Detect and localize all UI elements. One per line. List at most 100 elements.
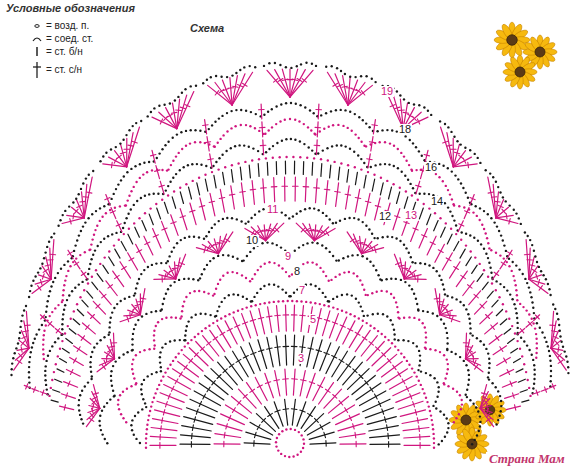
chart-stroke: [259, 309, 265, 334]
chain-dot: [476, 215, 478, 217]
chart-stroke: [434, 221, 438, 231]
chart-stroke: [218, 362, 238, 385]
chain-dot: [173, 190, 175, 192]
chart-stroke: [362, 244, 367, 246]
chart-stroke: [355, 189, 359, 212]
chain-dot: [335, 222, 337, 224]
chain-dot: [341, 294, 343, 296]
chart-stroke: [480, 304, 484, 308]
chain-dot: [208, 231, 210, 233]
chain-dot: [45, 384, 47, 386]
chart-stroke: [468, 349, 473, 352]
chain-dot: [531, 318, 533, 320]
chain-dot: [298, 120, 300, 122]
chain-dot: [407, 340, 409, 342]
chain-dot: [451, 198, 453, 200]
chart-stroke: [221, 414, 245, 425]
chart-stroke: [348, 328, 353, 331]
chain-dot: [135, 287, 137, 289]
chain-dot: [65, 275, 67, 277]
chain-dot: [155, 310, 157, 312]
chart-stroke: [196, 248, 218, 254]
chain-dot: [449, 210, 451, 212]
chart-stroke: [367, 417, 396, 425]
chain-dot: [143, 269, 145, 271]
chain-dot: [113, 193, 115, 195]
chain-dot: [433, 437, 435, 439]
chain-dot: [424, 346, 426, 348]
chain-dot: [425, 397, 427, 399]
chain-dot: [434, 349, 436, 351]
chain-dot: [253, 247, 255, 249]
chain-dot: [447, 363, 449, 365]
chain-dot: [92, 254, 94, 256]
chain-dot: [453, 421, 455, 423]
chart-stroke: [64, 405, 65, 411]
chain-dot: [154, 392, 156, 394]
chart-stroke: [203, 336, 219, 356]
chart-stroke: [446, 258, 451, 261]
chain-dot: [192, 180, 194, 182]
chart-stroke: [516, 369, 523, 372]
chain-dot: [153, 397, 155, 399]
chart-stroke: [243, 395, 247, 399]
chart-stroke: [508, 339, 515, 344]
chain-dot: [222, 134, 224, 136]
chart-stroke: [190, 399, 217, 412]
chain-dot: [361, 310, 363, 312]
chain-dot: [217, 142, 219, 144]
chain-dot: [60, 268, 62, 270]
chain-dot: [281, 288, 283, 290]
chain-dot: [278, 433, 280, 435]
chain-dot: [232, 256, 234, 258]
chain-dot: [205, 165, 207, 167]
chart-stroke: [68, 381, 70, 386]
chart-stroke: [70, 370, 73, 375]
chain-dot: [394, 338, 396, 340]
chart-stroke: [463, 281, 474, 296]
chain-dot: [98, 420, 100, 422]
chain-dot: [218, 220, 220, 222]
chart-stroke: [199, 206, 204, 207]
chart-stroke: [354, 240, 359, 242]
chain-dot: [549, 355, 551, 357]
chart-stroke: [480, 312, 493, 324]
chain-dot: [337, 124, 339, 126]
chain-dot: [128, 228, 130, 230]
chain-dot: [300, 300, 302, 302]
chain-dot: [354, 133, 356, 135]
chart-stroke: [106, 281, 117, 296]
chain-dot: [35, 333, 37, 335]
chain-dot: [45, 360, 47, 362]
chain-dot: [497, 419, 499, 421]
chart-stroke: [109, 257, 114, 266]
chain-dot: [62, 294, 64, 296]
chart-stroke: [265, 373, 274, 398]
chain-dot: [198, 177, 200, 179]
chain-dot: [178, 279, 180, 281]
chain-dot: [181, 349, 183, 351]
chain-dot: [463, 304, 465, 306]
chain-dot: [73, 310, 75, 312]
chart-stroke: [220, 332, 225, 335]
chart-stroke: [226, 424, 228, 429]
chain-dot: [285, 292, 287, 294]
chain-dot: [175, 356, 177, 358]
chain-dot: [80, 230, 82, 232]
chart-stroke: [510, 381, 512, 386]
chain-dot: [231, 164, 233, 166]
chain-dot: [515, 284, 517, 286]
chart-stroke: [229, 415, 231, 420]
chain-dot: [159, 310, 161, 312]
chain-dot: [96, 225, 98, 227]
chart-stroke: [214, 443, 240, 445]
chain-dot: [416, 375, 418, 377]
chart-stroke: [221, 240, 226, 242]
chain-dot: [298, 431, 300, 433]
chain-dot: [451, 215, 453, 217]
chart-stroke: [469, 291, 481, 305]
chain-dot: [281, 211, 283, 213]
chart-stroke: [291, 314, 297, 315]
chain-dot: [356, 275, 358, 277]
chart-stroke: [307, 373, 316, 398]
